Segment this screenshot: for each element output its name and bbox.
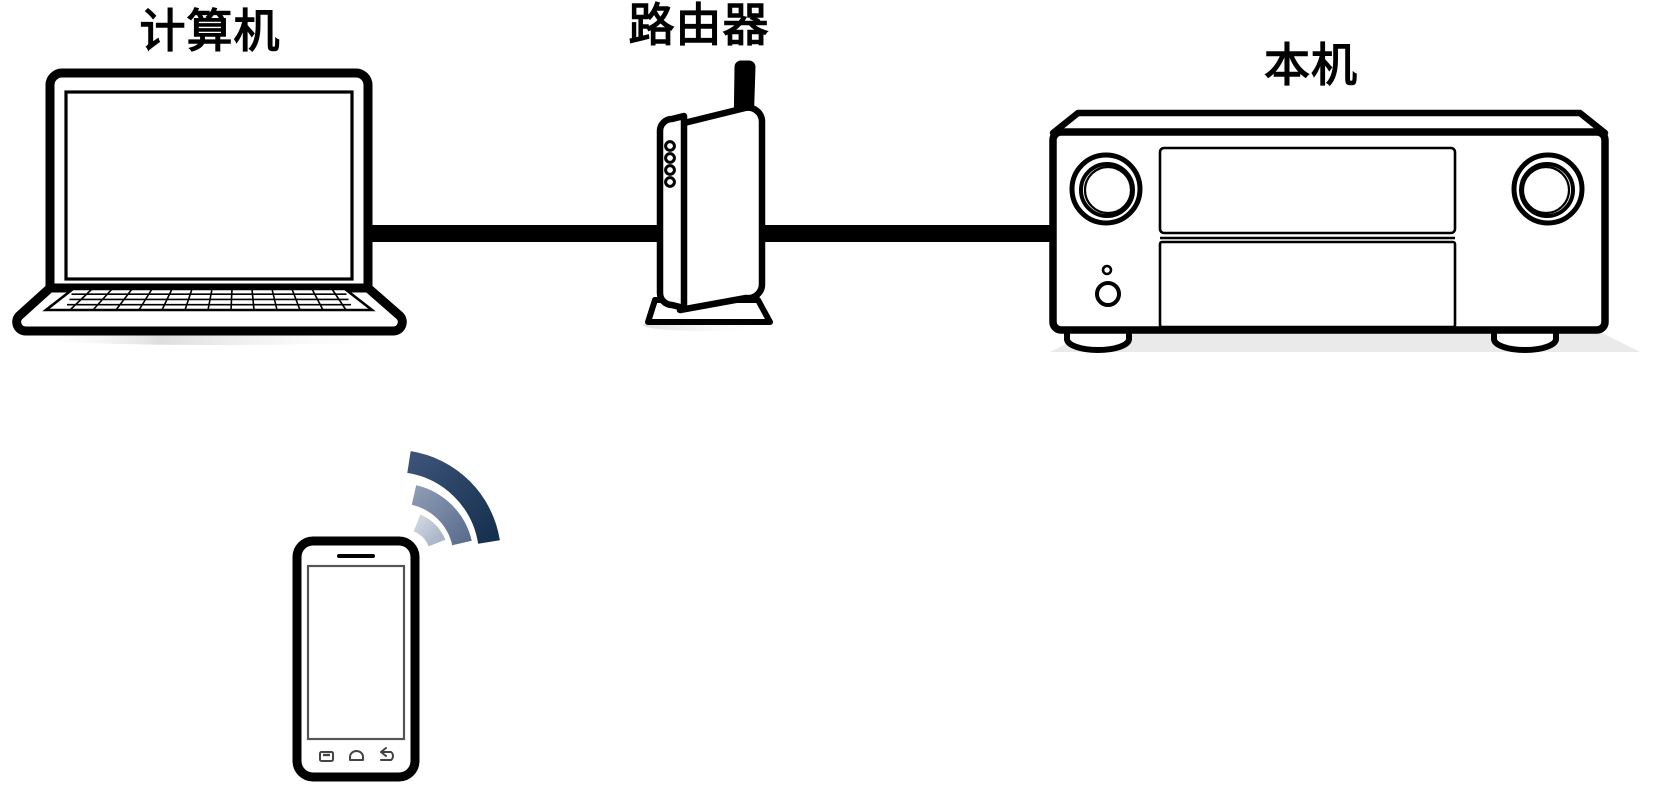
led-indicator-icon [1101,264,1113,276]
power-button-icon [1095,281,1121,307]
ethernet-cable-computer-router [370,225,670,242]
av-receiver-icon [1049,109,1640,353]
phone-nav-buttons [319,747,394,762]
wifi-signal-icon [406,451,500,547]
node-label-computer: 计算机 [139,4,281,58]
recent-apps-icon [319,751,334,762]
laptop-keyboard-keys [67,288,351,311]
back-icon [380,751,394,761]
earpiece-speaker [337,554,375,558]
receiver-display-panel [1158,146,1457,235]
home-icon [349,750,364,761]
router-led-indicators [664,140,676,188]
node-label-unit: 本机 [1264,38,1358,92]
ethernet-cable-router-unit [762,225,1062,242]
node-label-router: 路由器 [628,0,770,52]
laptop-icon [12,68,408,345]
phone-screen [306,564,406,741]
rotary-knob-icon-left [1069,152,1143,226]
rotary-knob-icon-right [1511,152,1585,226]
receiver-door-panel [1158,240,1457,329]
router-icon [643,60,773,331]
smartphone-icon [292,536,420,782]
